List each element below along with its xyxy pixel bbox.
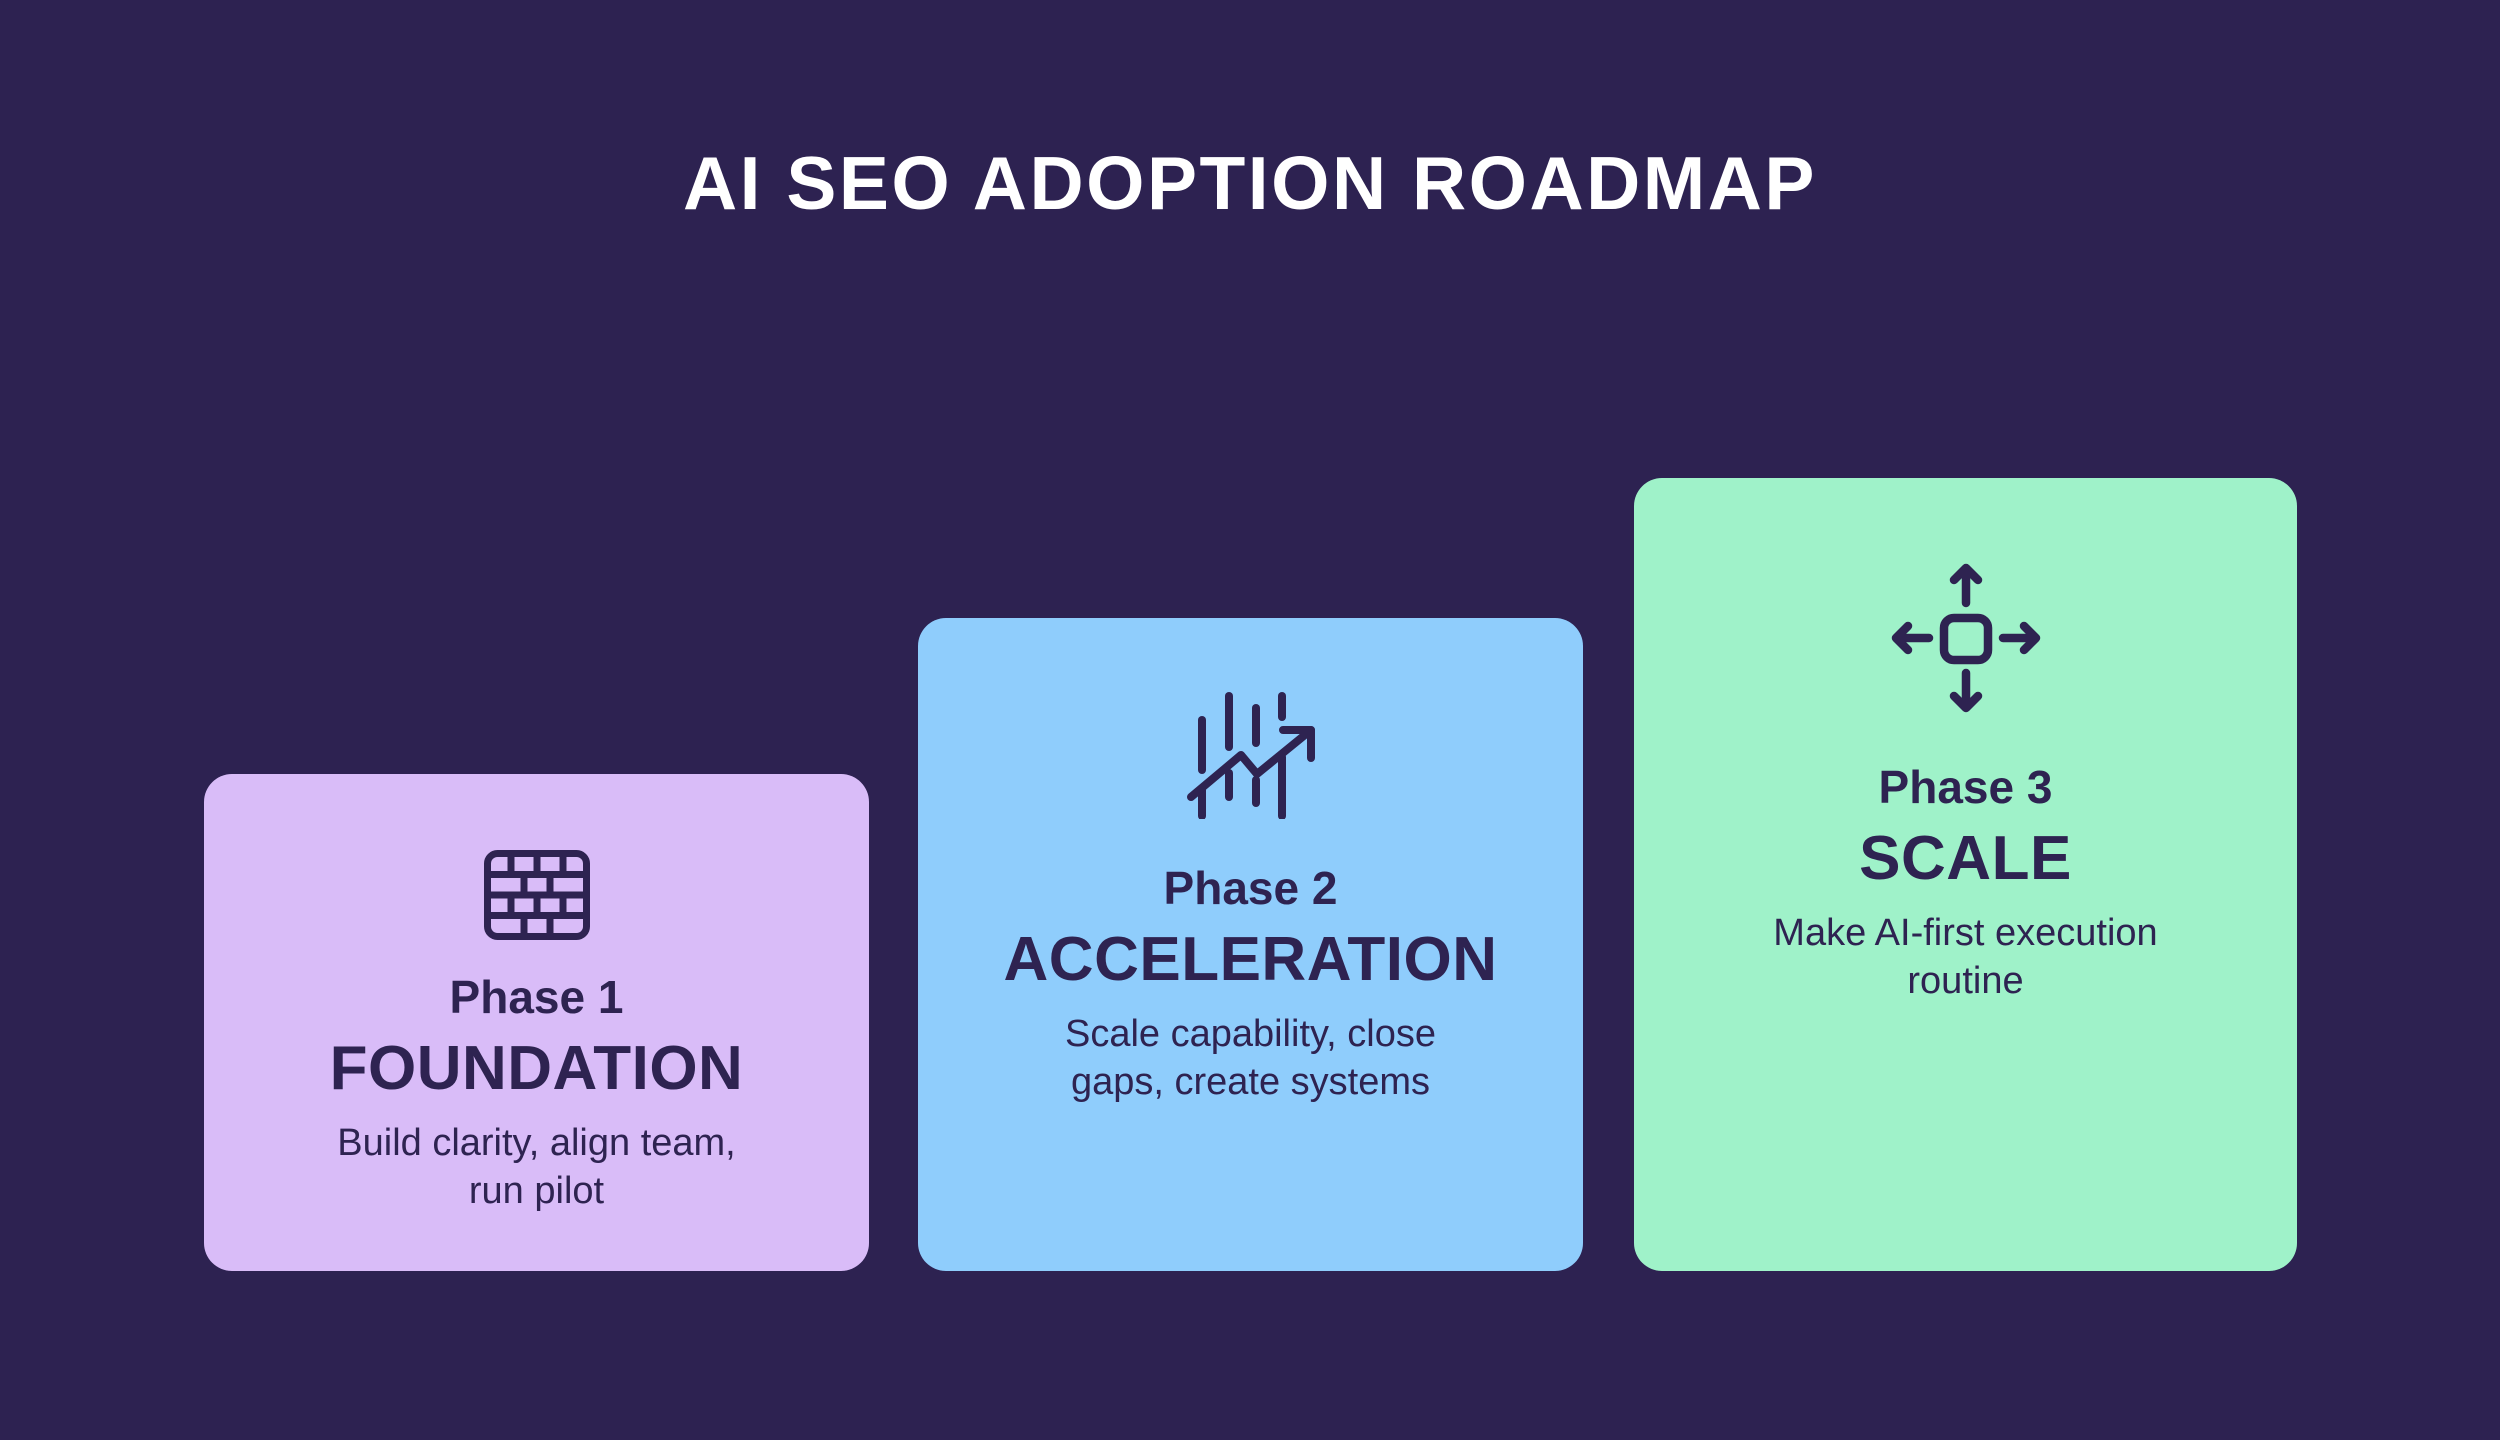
move-arrows-icon (1891, 563, 2040, 713)
phase-3-title: SCALE (1859, 824, 2072, 894)
phase-2-description: Scale capability, close gaps, create sys… (1064, 1012, 1437, 1103)
phase-2-label: Phase 2 (1163, 862, 1338, 914)
phase-3-description: Make AI-first execution routine (1773, 911, 2158, 1002)
phase-1-description: Build clarity, align team, run pilot (337, 1121, 736, 1212)
trending-up-chart-icon (1186, 692, 1315, 819)
brick-wall-icon (483, 850, 590, 940)
phase-3-icon-box (1891, 563, 2041, 713)
phase-1-label: Phase 1 (449, 971, 624, 1023)
phase-2-card: Phase 2 ACCELERATION Scale capability, c… (918, 618, 1583, 1271)
phase-2-icon-box (1186, 692, 1315, 819)
phase-3-card: Phase 3 SCALE Make AI-first execution ro… (1634, 478, 2297, 1271)
phase-3-label: Phase 3 (1878, 761, 2053, 813)
phase-1-title: FOUNDATION (329, 1034, 744, 1104)
phase-2-title: ACCELERATION (1003, 925, 1498, 995)
phase-1-icon-box (483, 850, 590, 940)
page-title: AI SEO ADOPTION ROADMAP (683, 141, 1817, 225)
phase-1-card: Phase 1 FOUNDATION Build clarity, align … (204, 774, 869, 1271)
